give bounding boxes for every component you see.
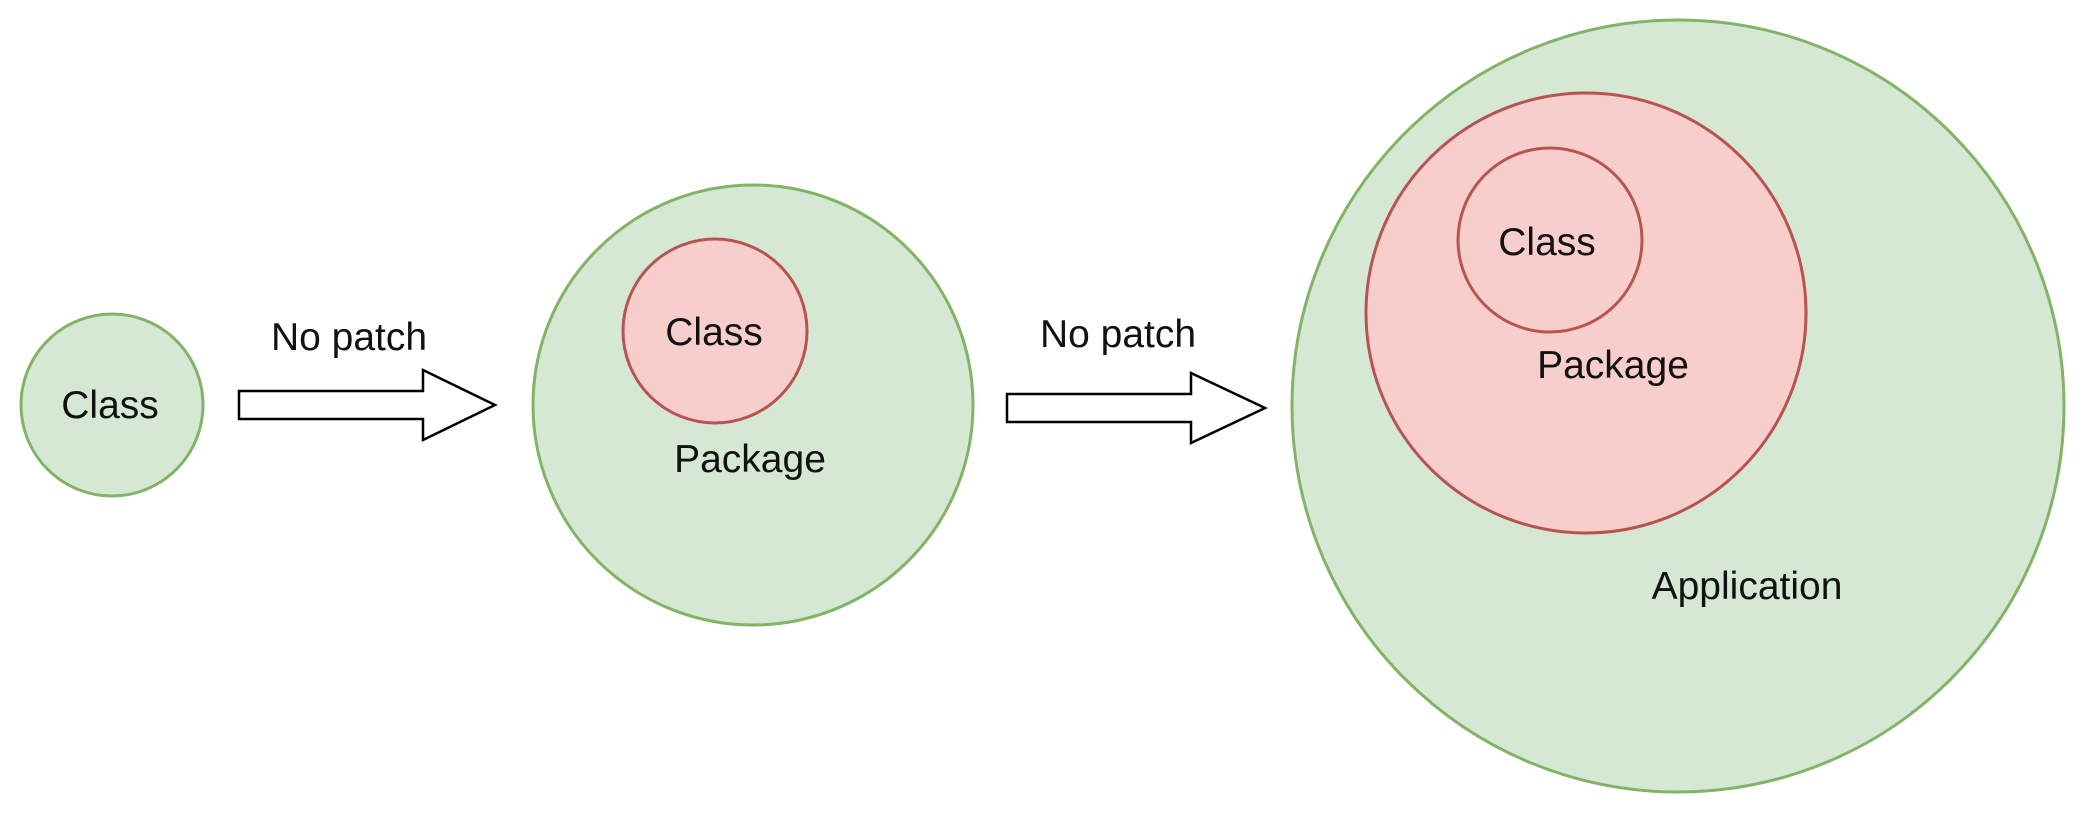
arrow-no-patch-2: No patch <box>1005 313 1268 445</box>
class-label: Class <box>61 384 159 427</box>
package-label: Package <box>1537 344 1689 387</box>
arrow-no-patch-1: No patch <box>237 316 498 442</box>
class-circle <box>19 312 205 498</box>
stage-application: Class Package Application <box>1290 18 2066 794</box>
class-circle <box>1456 146 1644 334</box>
stage-class-only: Class <box>19 312 205 498</box>
class-label: Class <box>665 311 763 354</box>
class-label: Class <box>1498 221 1596 264</box>
arrow-label: No patch <box>271 316 427 359</box>
right-arrow-icon <box>1005 371 1268 445</box>
stage-package: Class Package <box>531 183 975 627</box>
application-label: Application <box>1652 565 1843 608</box>
arrow-label: No patch <box>1040 313 1196 356</box>
right-arrow-icon <box>237 368 498 442</box>
package-label: Package <box>674 438 826 481</box>
class-circle <box>621 237 809 425</box>
